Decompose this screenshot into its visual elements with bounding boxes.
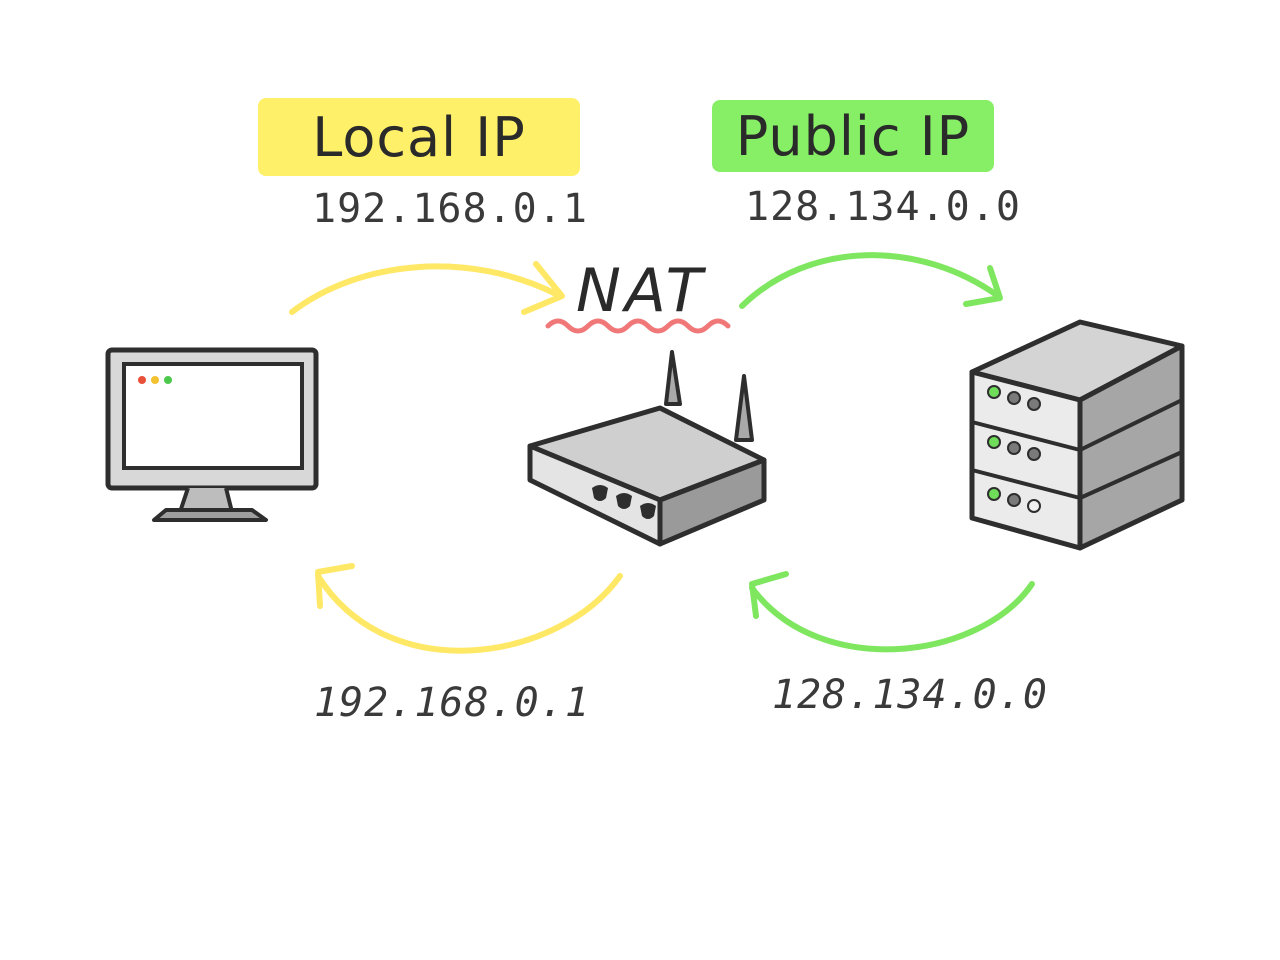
arrow-local-to-nat [289,261,565,315]
server-icon [969,319,1185,551]
public-ip-label: Public IP [712,100,994,172]
nat-label: NAT [576,256,707,326]
local-ip-bottom: 192.168.0.1 [314,680,590,726]
local-ip-top: 192.168.0.1 [312,186,588,232]
computer-icon [105,347,319,522]
router-icon [527,350,767,547]
nat-wave [545,318,731,334]
public-ip-bottom: 128.134.0.0 [772,672,1048,718]
arrow-public-to-nat [749,571,1035,653]
public-ip-top: 128.134.0.0 [745,184,1021,230]
local-ip-label: Local IP [258,98,580,176]
arrow-nat-to-public [739,252,1003,309]
arrow-nat-to-local [315,563,623,654]
